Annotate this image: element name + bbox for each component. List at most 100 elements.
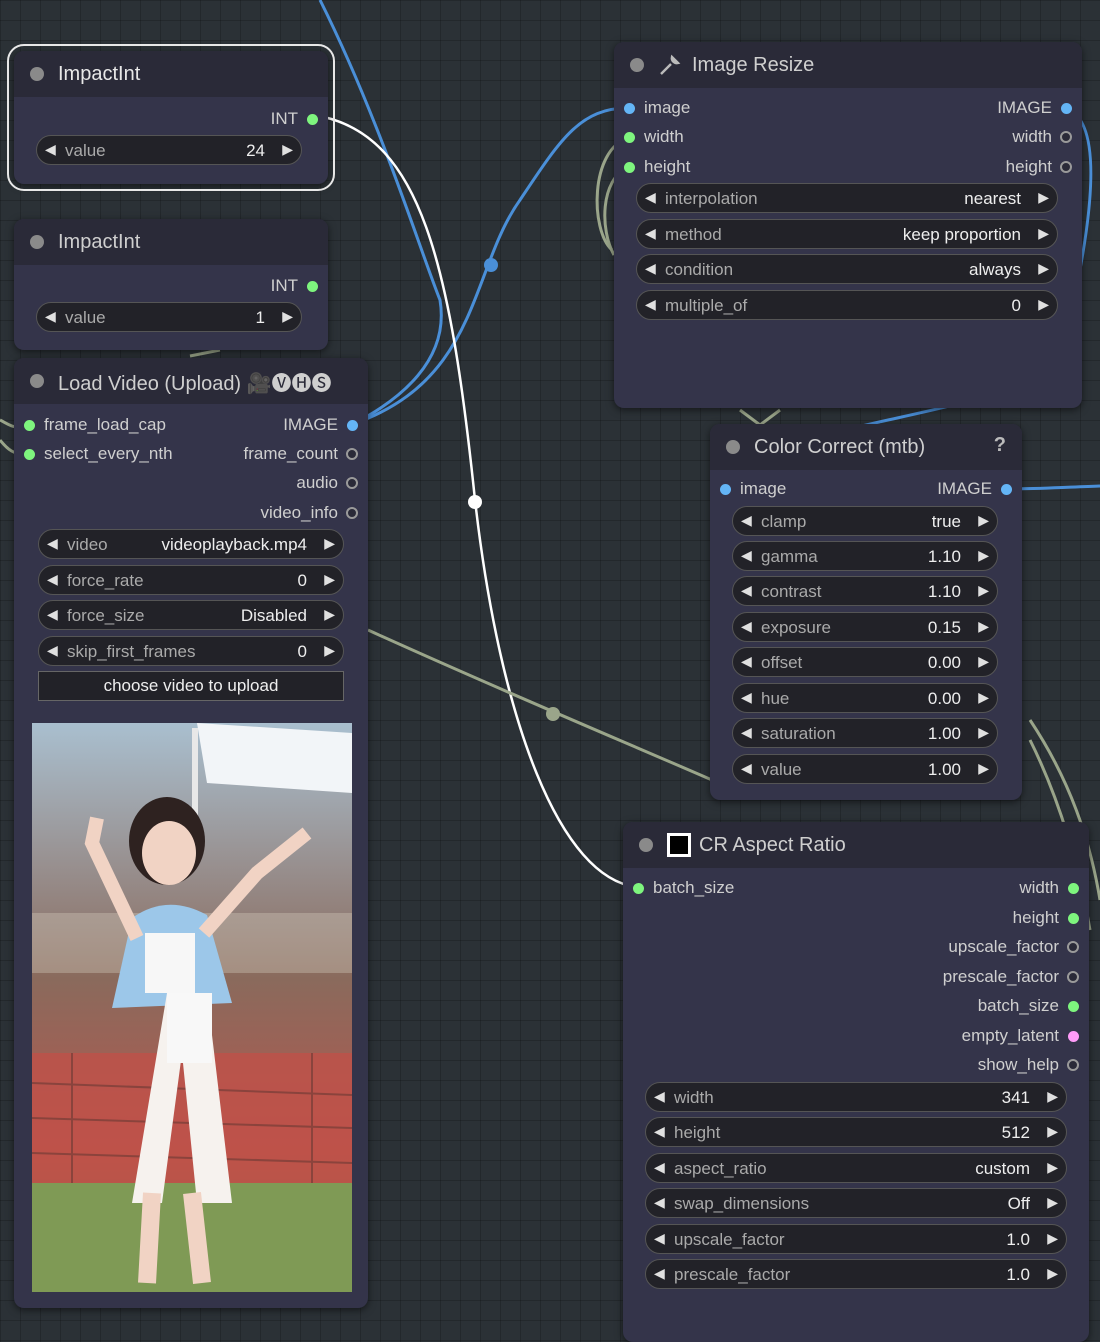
input-slot-height[interactable]: height height (614, 154, 1082, 180)
increment-arrow-icon[interactable]: ▶ (1047, 1088, 1058, 1104)
increment-arrow-icon[interactable]: ▶ (1047, 1194, 1058, 1210)
increment-arrow-icon[interactable]: ▶ (978, 689, 989, 705)
frame-count-output-dot-icon[interactable] (346, 448, 358, 460)
decrement-arrow-icon[interactable]: ◀ (645, 225, 656, 241)
interpolation-widget[interactable]: ◀ interpolation nearest ▶ (636, 183, 1058, 213)
collapse-dot-icon[interactable] (630, 58, 644, 72)
latent-output-dot-icon[interactable] (1068, 1031, 1079, 1042)
decrement-arrow-icon[interactable]: ◀ (741, 512, 752, 528)
output-slot-int[interactable]: INT (14, 273, 328, 299)
aspect-ratio-widget[interactable]: ◀ aspect_ratio custom ▶ (645, 1153, 1067, 1183)
output-slot-batch-size[interactable]: batch_size (623, 993, 1089, 1019)
decrement-arrow-icon[interactable]: ◀ (45, 308, 56, 324)
output-slot-height[interactable]: height (623, 905, 1089, 931)
prescale-factor-widget[interactable]: ◀ prescale_factor 1.0 ▶ (645, 1259, 1067, 1289)
collapse-dot-icon[interactable] (726, 440, 740, 454)
skip-first-frames-widget[interactable]: ◀ skip_first_frames 0 ▶ (38, 636, 344, 666)
increment-arrow-icon[interactable]: ▶ (324, 571, 335, 587)
image-resize-node[interactable]: Image Resize image IMAGE width width hei… (614, 42, 1082, 408)
input-slot-select-every-nth[interactable]: select_every_nth frame_count (14, 441, 368, 467)
increment-arrow-icon[interactable]: ▶ (324, 535, 335, 551)
decrement-arrow-icon[interactable]: ◀ (645, 296, 656, 312)
int-output-dot-icon[interactable] (1068, 913, 1079, 924)
multiple-of-widget[interactable]: ◀ multiple_of 0 ▶ (636, 290, 1058, 320)
swap-dimensions-widget[interactable]: ◀ swap_dimensions Off ▶ (645, 1188, 1067, 1218)
decrement-arrow-icon[interactable]: ◀ (47, 606, 58, 622)
decrement-arrow-icon[interactable]: ◀ (741, 582, 752, 598)
audio-output-dot-icon[interactable] (346, 477, 358, 489)
increment-arrow-icon[interactable]: ▶ (1038, 189, 1049, 205)
increment-arrow-icon[interactable]: ▶ (324, 606, 335, 622)
decrement-arrow-icon[interactable]: ◀ (654, 1194, 665, 1210)
increment-arrow-icon[interactable]: ▶ (1047, 1123, 1058, 1139)
video-widget[interactable]: ◀ video videoplayback.mp4 ▶ (38, 529, 344, 559)
video-info-output-dot-icon[interactable] (346, 507, 358, 519)
decrement-arrow-icon[interactable]: ◀ (645, 260, 656, 276)
node-header[interactable]: Load Video (Upload) 🎥🅥🅗🅢 (14, 358, 368, 404)
help-icon[interactable]: ? (993, 434, 1006, 456)
increment-arrow-icon[interactable]: ▶ (1038, 296, 1049, 312)
decrement-arrow-icon[interactable]: ◀ (47, 535, 58, 551)
decrement-arrow-icon[interactable]: ◀ (645, 189, 656, 205)
collapse-dot-icon[interactable] (30, 235, 44, 249)
increment-arrow-icon[interactable]: ▶ (282, 308, 293, 324)
cr-aspect-ratio-node[interactable]: CR Aspect Ratio batch_size width height … (623, 822, 1089, 1342)
collapse-dot-icon[interactable] (30, 374, 44, 388)
decrement-arrow-icon[interactable]: ◀ (654, 1123, 665, 1139)
increment-arrow-icon[interactable]: ▶ (978, 724, 989, 740)
decrement-arrow-icon[interactable]: ◀ (47, 642, 58, 658)
height-output-dot-icon[interactable] (1060, 161, 1072, 173)
color-correct-node[interactable]: Color Correct (mtb) ? image IMAGE ◀ clam… (710, 424, 1022, 800)
node-header[interactable]: Color Correct (mtb) ? (710, 424, 1022, 470)
decrement-arrow-icon[interactable]: ◀ (654, 1230, 665, 1246)
increment-arrow-icon[interactable]: ▶ (324, 642, 335, 658)
increment-arrow-icon[interactable]: ▶ (1047, 1159, 1058, 1175)
force-size-widget[interactable]: ◀ force_size Disabled ▶ (38, 600, 344, 630)
decrement-arrow-icon[interactable]: ◀ (45, 141, 56, 157)
image-output-dot-icon[interactable] (1001, 484, 1012, 495)
contrast-widget[interactable]: ◀ contrast 1.10 ▶ (732, 576, 998, 606)
image-output-dot-icon[interactable] (1061, 103, 1072, 114)
decrement-arrow-icon[interactable]: ◀ (741, 618, 752, 634)
increment-arrow-icon[interactable]: ▶ (1047, 1230, 1058, 1246)
int-output-dot-icon[interactable] (307, 114, 318, 125)
method-widget[interactable]: ◀ method keep proportion ▶ (636, 219, 1058, 249)
width-output-dot-icon[interactable] (1060, 131, 1072, 143)
node-header[interactable]: CR Aspect Ratio (623, 822, 1089, 868)
int-input-dot-icon[interactable] (24, 449, 35, 460)
offset-widget[interactable]: ◀ offset 0.00 ▶ (732, 647, 998, 677)
increment-arrow-icon[interactable]: ▶ (1047, 1265, 1058, 1281)
input-slot-width[interactable]: width width (614, 124, 1082, 150)
decrement-arrow-icon[interactable]: ◀ (741, 724, 752, 740)
increment-arrow-icon[interactable]: ▶ (978, 618, 989, 634)
height-widget[interactable]: ◀ height 512 ▶ (645, 1117, 1067, 1147)
float-output-dot-icon[interactable] (1067, 971, 1079, 983)
decrement-arrow-icon[interactable]: ◀ (741, 653, 752, 669)
increment-arrow-icon[interactable]: ▶ (978, 512, 989, 528)
hue-widget[interactable]: ◀ hue 0.00 ▶ (732, 683, 998, 713)
decrement-arrow-icon[interactable]: ◀ (654, 1088, 665, 1104)
output-slot-int[interactable]: INT (14, 106, 328, 132)
width-widget[interactable]: ◀ width 341 ▶ (645, 1082, 1067, 1112)
output-slot-show-help[interactable]: show_help (623, 1052, 1089, 1078)
image-input-dot-icon[interactable] (720, 484, 731, 495)
wire-midpoint-image[interactable] (484, 258, 498, 272)
increment-arrow-icon[interactable]: ▶ (978, 653, 989, 669)
value-widget[interactable]: ◀ value 1 ▶ (36, 302, 302, 332)
increment-arrow-icon[interactable]: ▶ (978, 582, 989, 598)
int-output-dot-icon[interactable] (307, 281, 318, 292)
impact-int-node-1[interactable]: ImpactInt INT ◀ value 24 ▶ (7, 44, 335, 191)
decrement-arrow-icon[interactable]: ◀ (47, 571, 58, 587)
input-slot-batch-size[interactable]: batch_size width (623, 875, 1089, 901)
exposure-widget[interactable]: ◀ exposure 0.15 ▶ (732, 612, 998, 642)
input-slot-frame-load-cap[interactable]: frame_load_cap IMAGE (14, 412, 368, 438)
node-header[interactable]: Image Resize (614, 42, 1082, 88)
image-output-dot-icon[interactable] (347, 420, 358, 431)
output-slot-upscale-factor[interactable]: upscale_factor (623, 934, 1089, 960)
value-widget[interactable]: ◀ value 24 ▶ (36, 135, 302, 165)
video-preview[interactable] (32, 723, 352, 1292)
clamp-widget[interactable]: ◀ clamp true ▶ (732, 506, 998, 536)
int-input-dot-icon[interactable] (24, 420, 35, 431)
int-output-dot-icon[interactable] (1068, 1001, 1079, 1012)
int-input-dot-icon[interactable] (624, 132, 635, 143)
